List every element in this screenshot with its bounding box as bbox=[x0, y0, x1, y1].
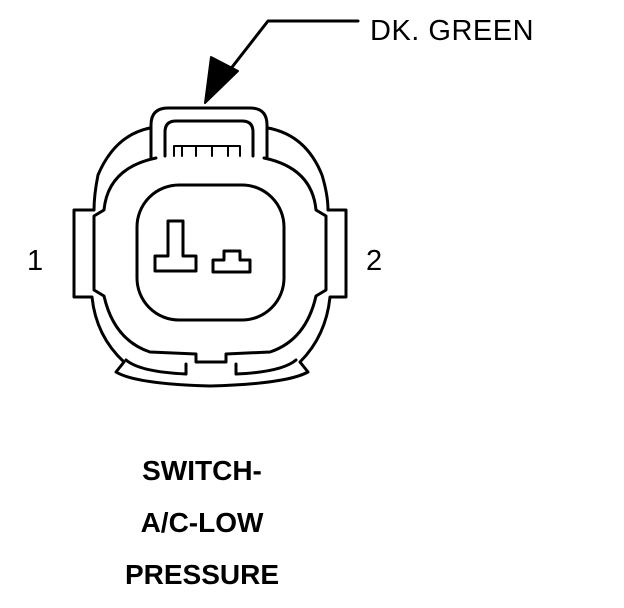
connector-inner-housing bbox=[92, 156, 328, 364]
connector-bottom-skirt bbox=[124, 358, 298, 376]
component-title-line-1: SWITCH- bbox=[142, 455, 262, 486]
pin-2-label: 2 bbox=[366, 245, 383, 277]
component-title-line-3: PRESSURE bbox=[124, 559, 280, 590]
connector-latch bbox=[149, 106, 269, 160]
wire-color-label: DK. GREEN bbox=[370, 15, 535, 47]
terminal-pin-2 bbox=[211, 249, 252, 274]
component-title: SWITCH- A/C-LOW PRESSURE bbox=[84, 452, 320, 608]
pin-1-label: 1 bbox=[27, 245, 44, 277]
terminal-pin-1 bbox=[153, 219, 198, 273]
leader-line bbox=[220, 19, 360, 82]
leader-arrowhead bbox=[204, 56, 239, 104]
component-title-line-2: A/C-LOW bbox=[140, 507, 264, 538]
connector-outer-housing bbox=[72, 126, 348, 388]
terminal-cavity bbox=[135, 183, 286, 322]
